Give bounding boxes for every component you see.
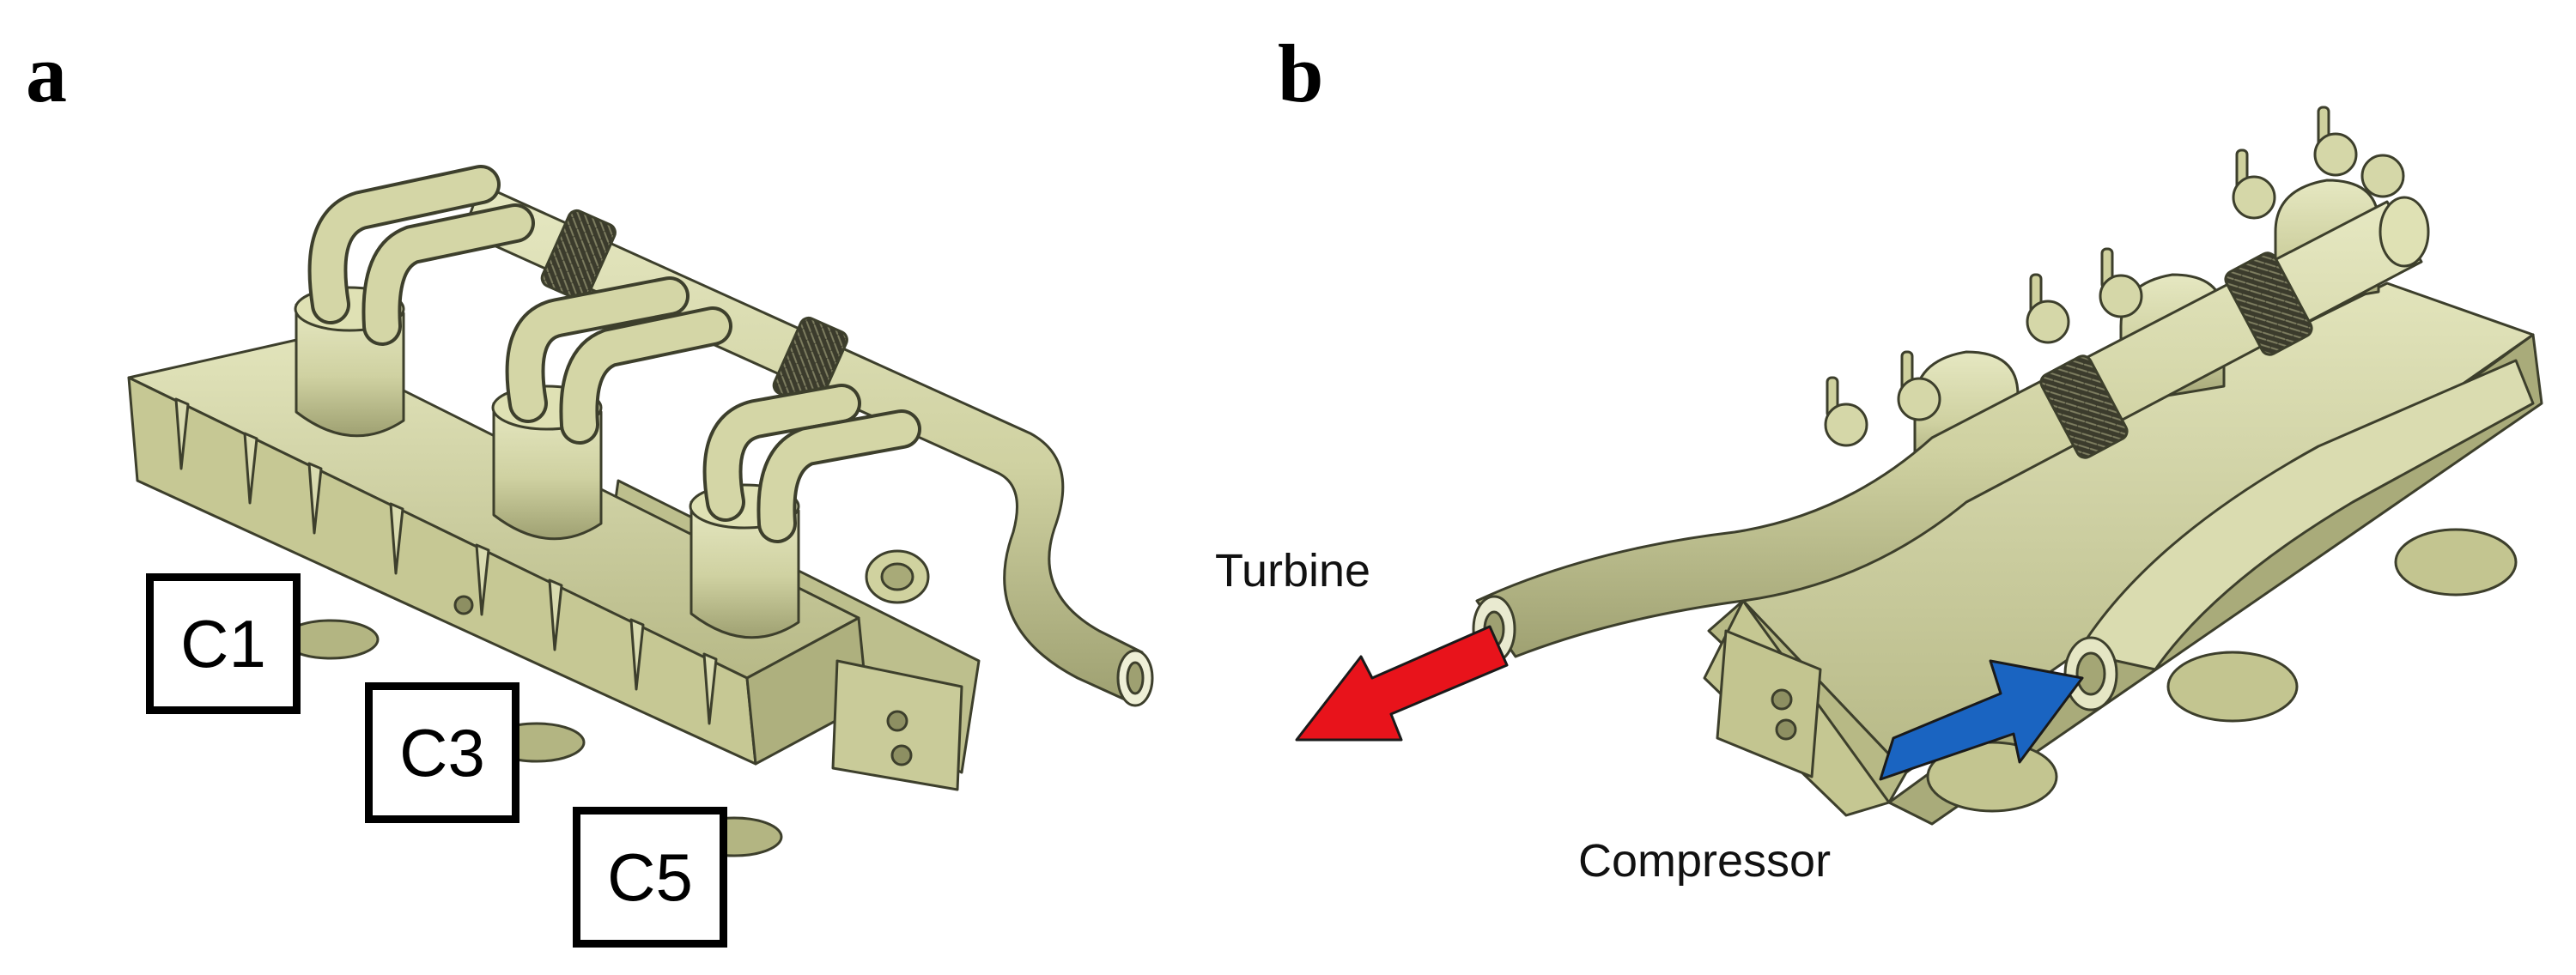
cylinder-label-c3: C3 [365, 682, 519, 823]
manifold-view-a [127, 165, 1154, 857]
cylinder-label-c1: C1 [146, 573, 301, 714]
body-fins [174, 397, 718, 725]
thread-sleeve-b1 [2039, 354, 2129, 459]
panel-a-label: a [26, 27, 67, 119]
panel-b-label: b [1278, 27, 1324, 119]
compressor-label: Compressor [1578, 835, 1832, 887]
intake-duct [2076, 359, 2535, 671]
collector-pipe-b [1475, 200, 2423, 658]
runner-pipes [307, 165, 921, 543]
cylinder-label-c5: C5 [573, 807, 727, 948]
compressor-arrow [1879, 659, 2084, 781]
turbine-label: Turbine [1215, 545, 1371, 597]
collector-pipe [462, 183, 1144, 701]
thread-sleeve-a1 [540, 209, 617, 301]
turbine-arrow [1295, 625, 1509, 742]
manifold-view-b [1472, 106, 2543, 826]
manifold-b-end-block [1716, 629, 1822, 778]
thread-sleeve-b2 [2224, 251, 2313, 356]
